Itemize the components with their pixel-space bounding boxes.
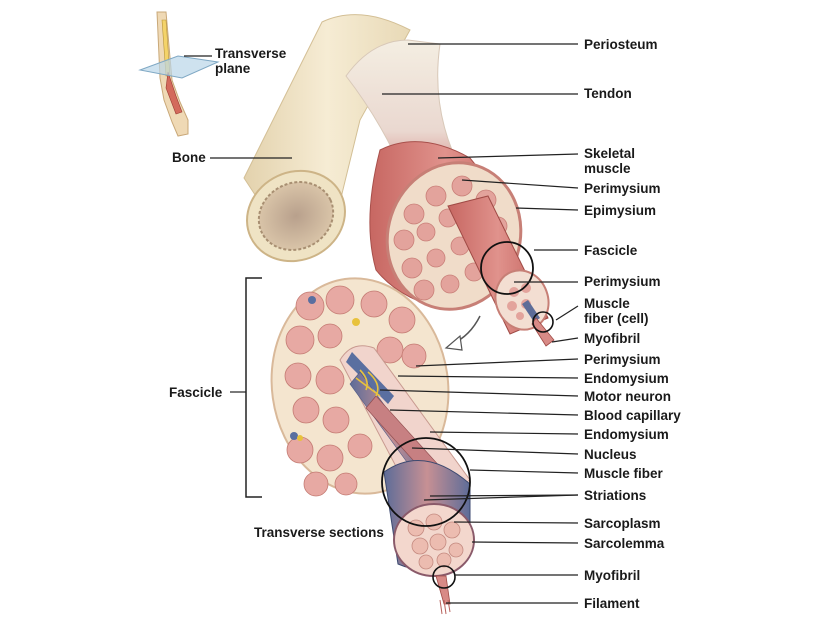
label-motor-neuron: Motor neuron bbox=[584, 389, 671, 404]
label-nucleus: Nucleus bbox=[584, 447, 637, 462]
fascicle-bracket bbox=[245, 277, 262, 498]
fascicle-upper bbox=[447, 195, 555, 347]
label-periosteum: Periosteum bbox=[584, 37, 658, 52]
label-myofibril: Myofibril bbox=[584, 568, 641, 583]
label-fascicle-left: Fascicle bbox=[169, 385, 223, 400]
label-fascicle: Fascicle bbox=[584, 243, 638, 258]
label-myofibril: Myofibril bbox=[584, 331, 641, 346]
label-tendon: Tendon bbox=[584, 86, 632, 101]
label-perimysium: Perimysium bbox=[584, 274, 661, 289]
label-perimysium: Perimysium bbox=[584, 352, 661, 367]
label-transverse-plane: Transverse plane bbox=[215, 46, 287, 76]
tendon bbox=[345, 39, 453, 171]
transverse-plane-icon bbox=[138, 55, 220, 79]
label-transverse-sections: Transverse sections bbox=[254, 525, 384, 540]
label-muscle-fiber: Muscle fiber bbox=[584, 466, 663, 481]
label-sarcolemma: Sarcolemma bbox=[584, 536, 665, 551]
label-blood-capillary: Blood capillary bbox=[584, 408, 681, 423]
label-perimysium: Perimysium bbox=[584, 181, 661, 196]
motor-neuron-icon bbox=[355, 369, 381, 397]
label-epimysium: Epimysium bbox=[584, 203, 657, 218]
label-muscle-fiber-cell: Muscle fiber (cell) bbox=[584, 296, 649, 326]
arrow-icon bbox=[444, 334, 463, 351]
leader-lines bbox=[184, 43, 579, 604]
label-bone: Bone bbox=[172, 150, 206, 165]
label-endomysium: Endomysium bbox=[584, 427, 669, 442]
blood-vessel-icons bbox=[290, 296, 360, 441]
label-skeletal-muscle: Skeletal muscle bbox=[584, 146, 636, 176]
label-striations: Striations bbox=[584, 488, 647, 503]
label-endomysium: Endomysium bbox=[584, 371, 669, 386]
label-sarcoplasm: Sarcoplasm bbox=[584, 516, 661, 531]
label-filament: Filament bbox=[584, 596, 640, 611]
arm-inset bbox=[138, 11, 220, 137]
